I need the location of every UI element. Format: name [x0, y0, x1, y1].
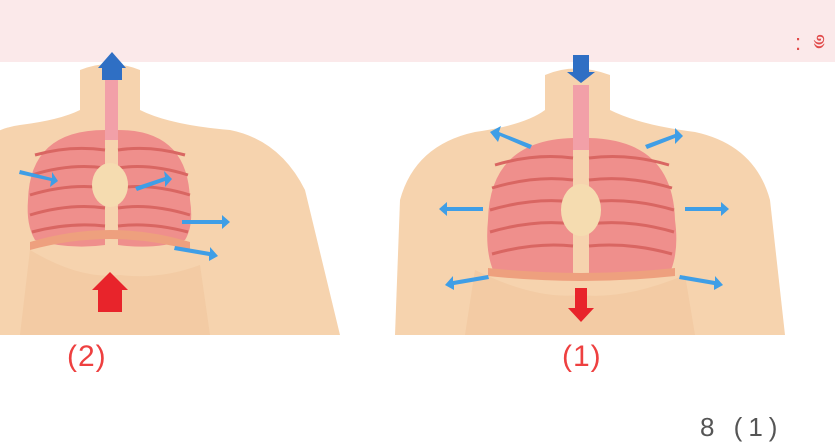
caption-figure-1: (1) — [562, 340, 602, 374]
footer-text: 8 (1) — [700, 412, 783, 443]
figure-exhale — [0, 50, 380, 335]
figure-inhale — [375, 50, 795, 335]
header-text: : ༅ — [795, 18, 829, 80]
torso-exhale-illustration — [0, 50, 380, 335]
torso-inhale-illustration — [375, 50, 795, 335]
caption-figure-2: (2) — [67, 340, 107, 374]
